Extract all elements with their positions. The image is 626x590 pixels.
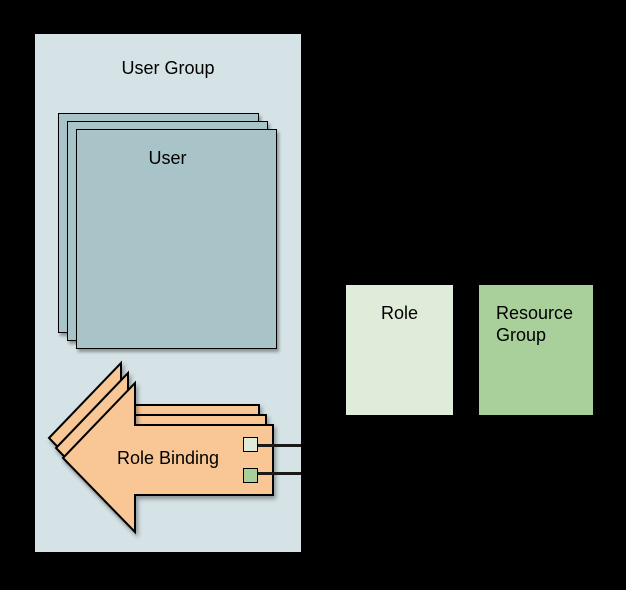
resource-group-connector-line — [258, 472, 301, 475]
resource-group-label: Resource Group — [496, 303, 574, 345]
resource-group-ref-square — [243, 468, 258, 483]
role-connector-line — [258, 444, 301, 447]
resource-group-box: Resource Group — [479, 285, 593, 415]
role-label: Role — [380, 303, 419, 323]
user-node-front — [76, 129, 277, 349]
user-group-label: User Group — [121, 58, 215, 78]
role-box: Role — [346, 285, 453, 415]
user-label: User — [148, 148, 187, 168]
role-ref-square — [243, 437, 258, 452]
role-binding-label: Role Binding — [116, 447, 220, 468]
